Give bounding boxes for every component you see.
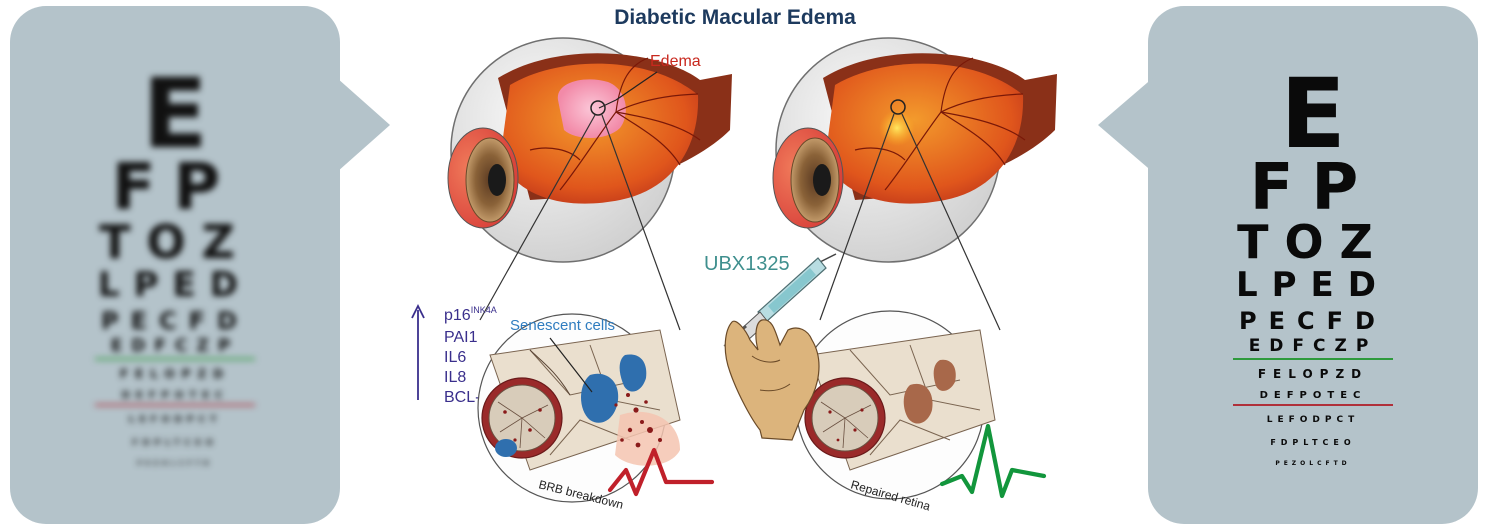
eye-chart-row: LPED — [10, 268, 340, 302]
marker-p16: p16INK4A — [444, 305, 497, 324]
eye-chart-row: EDFCZP — [10, 338, 340, 355]
ubx1325-label: UBX1325 — [704, 253, 790, 275]
eye-chart-row: E — [10, 66, 340, 162]
eye-chart-divider — [1233, 404, 1393, 406]
senescent-cells-label: Senescent cells — [510, 317, 615, 334]
eye-chart-row: LEFODPCT — [1148, 416, 1478, 425]
eye-chart-row: FDPLTCEO — [1148, 439, 1478, 447]
marker-il8: IL8 — [444, 369, 466, 386]
eye-chart-row: E — [1148, 66, 1478, 162]
eye-chart-divider — [95, 404, 255, 406]
eye-chart-row: PECFD — [1148, 309, 1478, 333]
edema-label: Edema — [650, 53, 701, 70]
eye-chart-row: LEFODPCT — [10, 416, 340, 425]
brb-breakdown-zoom: BRB breakdown — [478, 314, 712, 512]
treated-eye — [773, 38, 1057, 330]
eye-chart-divider — [1233, 358, 1393, 360]
eye-chart-row: PEZOLCFTD — [10, 461, 340, 467]
eye-chart-row: DEFPOTEC — [1148, 391, 1478, 401]
eye-chart-row: TOZ — [1148, 219, 1478, 265]
repaired-retina-zoom: Repaired retina — [796, 311, 1044, 514]
pupil — [488, 164, 506, 196]
eye-chart-row: FP — [10, 156, 340, 220]
eye-chart-row: FP — [1148, 156, 1478, 220]
dme-diagram: Edema p16INK4A PAI1 IL6 IL8 BCL-xL — [380, 0, 1090, 526]
eye-chart-row: FELOPZD — [1148, 368, 1478, 380]
eye-chart-row: TOZ — [10, 219, 340, 265]
marker-pai1: PAI1 — [444, 329, 478, 346]
eye-chart-row: FDPLTCEO — [10, 439, 340, 447]
eye-chart-row: PECFD — [10, 309, 340, 333]
edema-spot — [558, 79, 626, 138]
right-panel-pointer — [1082, 60, 1162, 190]
eye-chart-divider — [95, 358, 255, 360]
eye-chart-row: DEFPOTEC — [10, 391, 340, 401]
edema-eye — [448, 38, 732, 330]
eye-chart-row: EDFCZP — [1148, 338, 1478, 355]
marker-il6: IL6 — [444, 349, 466, 366]
eye-chart-row: PEZOLCFTD — [1148, 461, 1478, 467]
eye-chart-row: LPED — [1148, 268, 1478, 302]
eye-chart-row: FELOPZD — [10, 368, 340, 380]
